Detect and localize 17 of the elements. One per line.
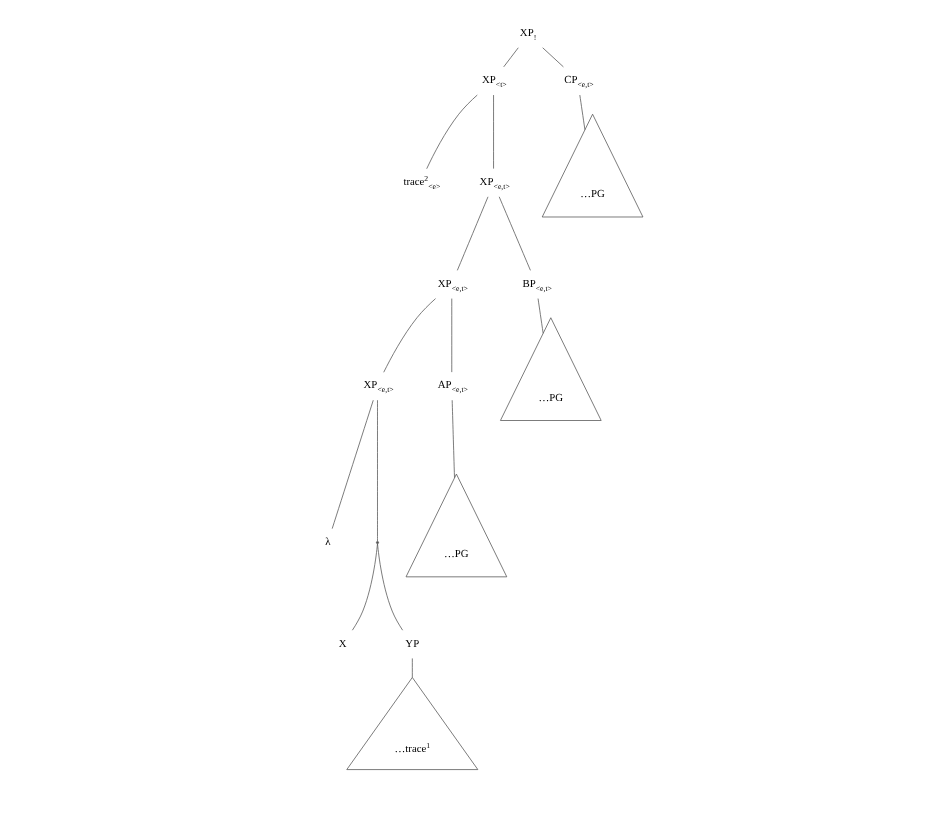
connector — [351, 543, 377, 631]
connector — [536, 298, 543, 334]
connector — [450, 298, 452, 373]
connector — [376, 399, 377, 542]
connector — [425, 94, 477, 170]
connector — [502, 47, 518, 68]
connector — [450, 399, 454, 479]
connector — [330, 399, 373, 530]
connector — [497, 196, 530, 271]
connector — [382, 298, 435, 373]
connector — [410, 658, 412, 678]
connector — [541, 47, 563, 68]
connector — [578, 94, 585, 131]
connector — [455, 196, 488, 271]
connector — [376, 543, 402, 631]
connector — [492, 94, 493, 169]
node-point — [375, 541, 378, 545]
